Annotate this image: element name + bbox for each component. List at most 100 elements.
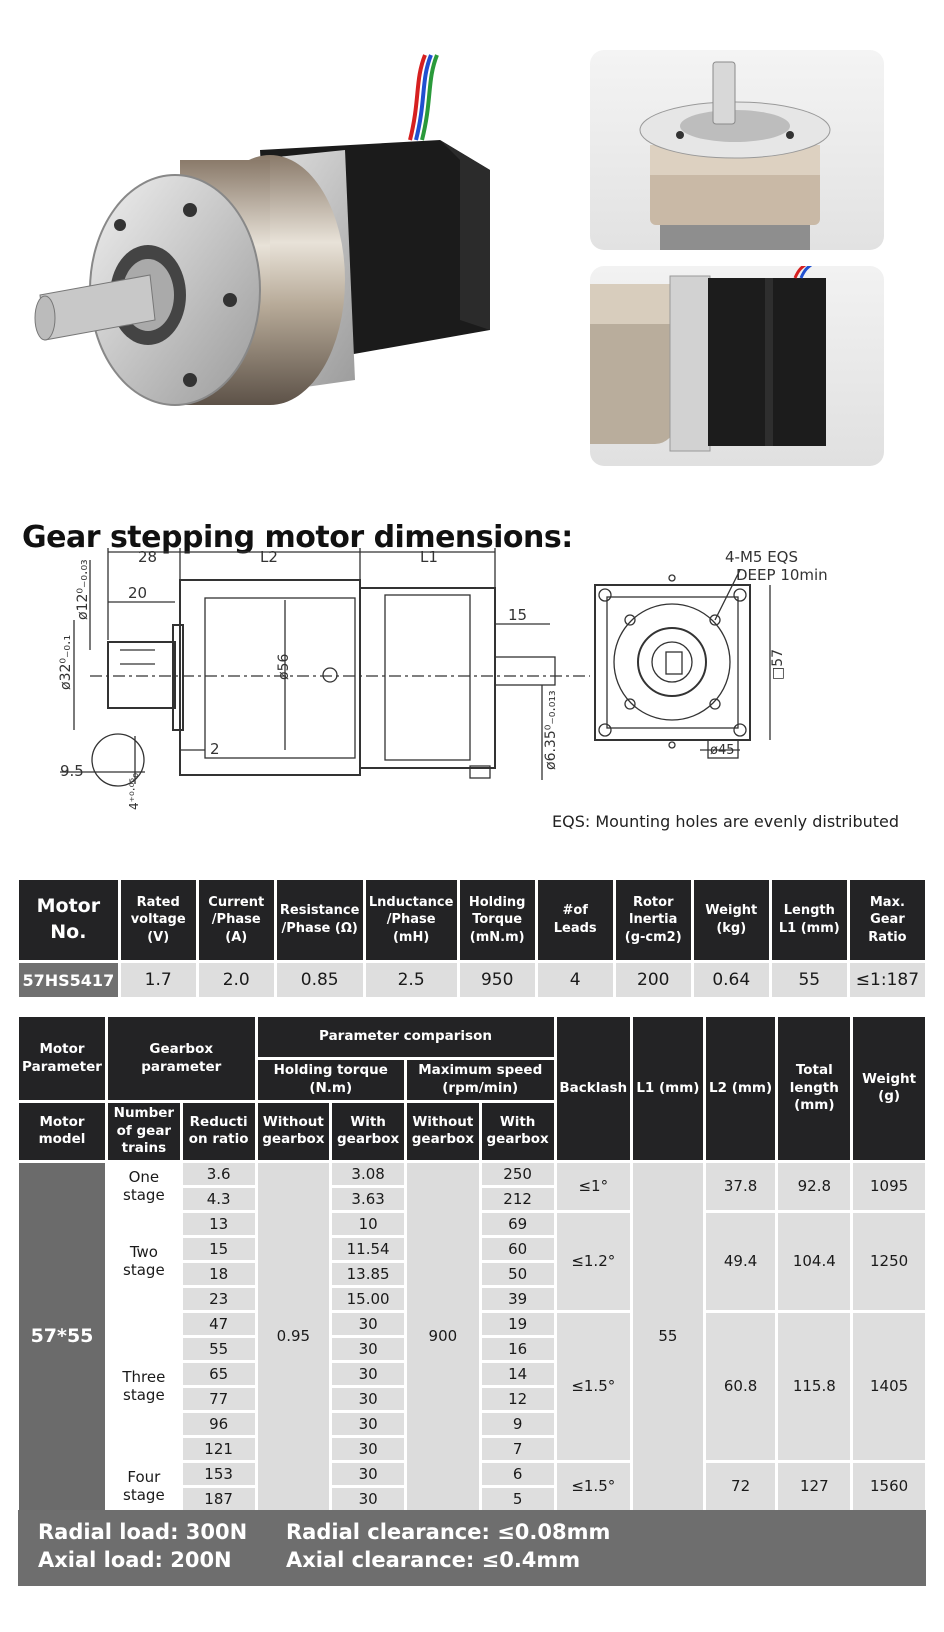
motor-side-photo	[590, 266, 884, 466]
gear-header-row-2: Holding torque (N.m) Maximum speed (rpm/…	[19, 1060, 925, 1100]
spec-cell: 0.85	[276, 963, 363, 997]
spec-data-row: 57HS5417 1.7 2.0 0.85 2.5 950 4 200 0.64…	[19, 963, 925, 997]
gear-header: Parameter comparison	[257, 1017, 554, 1057]
weight-cell: 1405	[853, 1312, 925, 1460]
speed-without-cell: 900	[407, 1162, 479, 1510]
total-length-cell: 127	[778, 1462, 851, 1510]
ratio-cell: 3.6	[182, 1162, 255, 1185]
spec-header: Current /Phase (A)	[198, 880, 274, 960]
dim-phi45: ø45	[710, 743, 735, 758]
torque-with-cell: 30	[332, 1412, 404, 1435]
dim-l2: L2	[260, 548, 278, 566]
torque-without-cell: 0.95	[257, 1162, 330, 1510]
gear-header: Weight (g)	[853, 1017, 925, 1160]
weight-cell: 1095	[853, 1162, 925, 1210]
weight-cell: 1250	[853, 1212, 925, 1310]
backlash-cell: ≤1.5°	[556, 1462, 631, 1510]
spec-cell: 2.0	[198, 963, 274, 997]
speed-with-cell: 6	[481, 1462, 554, 1485]
stage-cell: Two stage	[108, 1212, 180, 1310]
total-length-cell: 115.8	[778, 1312, 851, 1460]
stage-cell: One stage	[108, 1162, 180, 1210]
motor-model-cell: 57*55	[19, 1162, 105, 1510]
speed-with-cell: 50	[481, 1262, 554, 1285]
spec-cell: ≤1:187	[849, 963, 925, 997]
spec-header: Lnductance /Phase (mH)	[365, 880, 457, 960]
torque-with-cell: 30	[332, 1437, 404, 1460]
ratio-cell: 4.3	[182, 1187, 255, 1210]
axial-load: Axial load: 200N	[38, 1548, 232, 1572]
gear-header: Motor Parameter	[19, 1017, 105, 1100]
speed-with-cell: 250	[481, 1162, 554, 1185]
gear-header: Maximum speed (rpm/min)	[407, 1060, 554, 1100]
ratio-cell: 15	[182, 1237, 255, 1260]
dim-9-5: 9.5	[60, 762, 84, 780]
gear-header: L2 (mm)	[705, 1017, 776, 1160]
main-product-photo	[0, 0, 560, 500]
dimension-drawing: 28 L2 L1 20 15 2 9.5 4-M5 EQS DEEP 10min…	[58, 548, 828, 810]
table-row: 18 13.85 50	[19, 1262, 925, 1285]
spec-header: Rotor lnertia (g-cm2)	[615, 880, 691, 960]
dim-57: □57	[770, 649, 786, 680]
table-row: 15 11.54 60	[19, 1237, 925, 1260]
speed-with-cell: 14	[481, 1362, 554, 1385]
gear-header-row-1: Motor Parameter Gearbox parameter Parame…	[19, 1017, 925, 1160]
table-row: 57*55 One stage 3.6 0.95 3.08 900 250 ≤1…	[19, 1162, 925, 1510]
load-info-footer: Radial load: 300N Axial load: 200N Radia…	[18, 1510, 926, 1586]
ratio-cell: 47	[182, 1312, 255, 1335]
speed-with-cell: 39	[481, 1287, 554, 1310]
spec-cell: 950	[459, 963, 535, 997]
gear-header: With gearbox	[481, 1103, 554, 1160]
dim-phi12: ø12⁰₋₀.₀₃	[75, 559, 91, 620]
spec-header: Motor No.	[19, 880, 118, 960]
weight-cell: 1560	[853, 1462, 925, 1510]
speed-with-cell: 60	[481, 1237, 554, 1260]
torque-with-cell: 30	[332, 1487, 404, 1510]
ratio-cell: 153	[182, 1462, 255, 1485]
torque-with-cell: 30	[332, 1362, 404, 1385]
deep-label: DEEP 10min	[736, 566, 828, 584]
gear-header: Motor model	[19, 1103, 105, 1160]
ratio-cell: 187	[182, 1487, 255, 1510]
eqs-note: EQS: Mounting holes are evenly distribut…	[552, 812, 900, 831]
ratio-cell: 77	[182, 1387, 255, 1410]
torque-with-cell: 11.54	[332, 1237, 404, 1260]
dim-l1: L1	[420, 548, 438, 566]
spec-header: Resistance /Phase (Ω)	[276, 880, 363, 960]
radial-load: Radial load: 300N	[38, 1520, 248, 1544]
dim-28: 28	[138, 548, 157, 566]
gear-header: L1 (mm)	[633, 1017, 703, 1160]
gear-header-row-3: Motor model Number of gear trains Reduct…	[19, 1103, 925, 1160]
stage-cell: Three stage	[108, 1312, 180, 1460]
table-row: Four stage 153 30 6 ≤1.5° 72 127 1560	[19, 1462, 925, 1510]
ratio-cell: 18	[182, 1262, 255, 1285]
table-row: 23 15.00 39	[19, 1287, 925, 1310]
spec-cell: 200	[615, 963, 691, 997]
table-row: 77 30 12	[19, 1387, 925, 1410]
backlash-cell: ≤1.2°	[556, 1212, 631, 1310]
spec-cell: 4	[537, 963, 613, 997]
spec-header: #of Leads	[537, 880, 613, 960]
table-row: Three stage 47 30 19 ≤1.5° 60.8 115.8 14…	[19, 1312, 925, 1460]
torque-with-cell: 3.63	[332, 1187, 404, 1210]
table-row: Two stage 13 10 69 ≤1.2° 49.4 104.4 1250	[19, 1212, 925, 1310]
spec-cell: 0.64	[693, 963, 769, 997]
gear-header: Reducti on ratio	[182, 1103, 255, 1160]
torque-with-cell: 30	[332, 1387, 404, 1410]
l2-cell: 60.8	[705, 1312, 776, 1460]
gear-header: Gearbox parameter	[108, 1017, 255, 1100]
table-row: 96 30 9	[19, 1412, 925, 1435]
torque-with-cell: 30	[332, 1462, 404, 1485]
torque-with-cell: 13.85	[332, 1262, 404, 1285]
spec-cell: 2.5	[365, 963, 457, 997]
speed-with-cell: 16	[481, 1337, 554, 1360]
ratio-cell: 23	[182, 1287, 255, 1310]
torque-with-cell: 30	[332, 1312, 404, 1335]
speed-with-cell: 19	[481, 1312, 554, 1335]
gear-header: Backlash	[556, 1017, 631, 1160]
dim-phi32: ø32⁰₋₀.₁	[58, 635, 74, 690]
spec-header: Length L1 (mm)	[771, 880, 847, 960]
ratio-cell: 55	[182, 1337, 255, 1360]
torque-with-cell: 3.08	[332, 1162, 404, 1185]
dim-2: 2	[210, 740, 220, 758]
